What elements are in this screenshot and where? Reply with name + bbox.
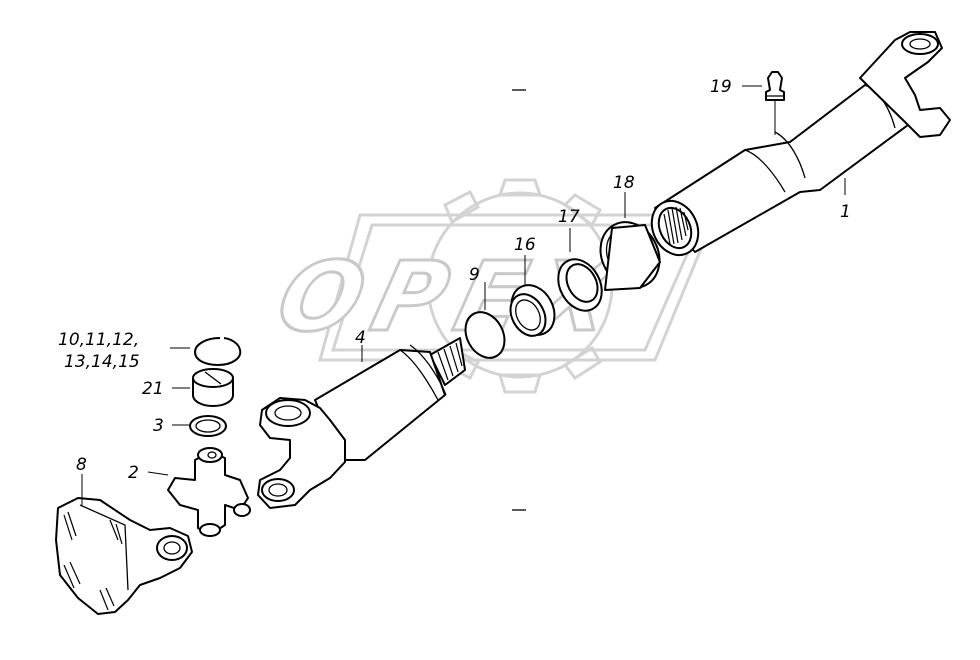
callout-2: 2 — [128, 463, 139, 483]
part-18-bushing — [599, 221, 661, 291]
part-2-spider — [167, 447, 251, 537]
part-10-15-retaining-ring — [194, 337, 242, 366]
callout-10-line2: 13,14,15 — [64, 352, 140, 372]
callout-4: 4 — [355, 328, 366, 348]
part-16-ring — [509, 284, 556, 337]
part-4-slip-yoke — [257, 337, 466, 509]
part-9-snap-ring — [464, 311, 506, 359]
stray-marks — [512, 89, 526, 511]
callout-18: 18 — [613, 173, 635, 193]
part-21-bearing-cup — [192, 368, 234, 407]
watermark: OPEX — [266, 178, 718, 394]
part-17-seal — [557, 258, 603, 312]
callout-10-line1: 10,11,12, — [58, 330, 139, 350]
part-8-flange-yoke — [55, 497, 193, 615]
callout-1: 1 — [840, 202, 851, 222]
callout-9: 9 — [469, 265, 480, 285]
callout-8: 8 — [76, 455, 87, 475]
callout-21: 21 — [142, 379, 164, 399]
leader-lines — [81, 85, 846, 505]
part-19-grease-nipple — [765, 71, 785, 135]
watermark-text: OPEX — [267, 241, 630, 352]
callout-3: 3 — [153, 416, 164, 436]
part-1-tube-yoke — [650, 31, 951, 257]
callout-17: 17 — [558, 207, 580, 227]
callouts: 1 19 18 17 16 9 4 10,11,12, 13,14,15 21 … — [58, 77, 851, 483]
callout-16: 16 — [514, 235, 536, 255]
part-3-seal — [189, 415, 227, 437]
callout-19: 19 — [710, 77, 732, 97]
